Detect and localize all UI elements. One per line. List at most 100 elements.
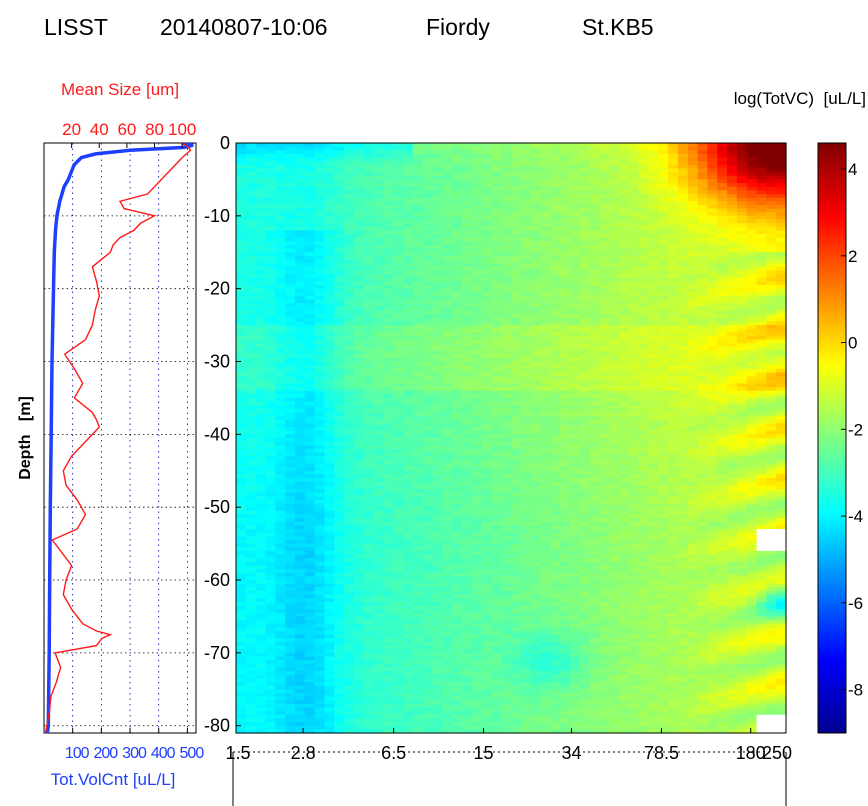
heatmap-cell <box>314 321 325 326</box>
heatmap-cell <box>255 361 267 366</box>
heatmap-cell <box>383 434 394 439</box>
heatmap-cell <box>766 306 777 312</box>
heatmap-cell <box>677 292 689 297</box>
heatmap-cell <box>776 252 787 257</box>
heatmap-cell <box>412 310 424 315</box>
heatmap-cell <box>422 434 434 439</box>
heatmap-cell <box>491 255 502 261</box>
heatmap-cell <box>304 350 316 355</box>
heatmap-cell <box>717 143 728 148</box>
heatmap-cell <box>471 401 483 406</box>
heatmap-cell <box>687 325 699 330</box>
heatmap-cell <box>736 448 748 454</box>
heatmap-cell <box>776 332 787 337</box>
heatmap-cell <box>255 168 267 173</box>
heatmap-cell <box>442 325 453 330</box>
heatmap-cell <box>314 445 325 450</box>
heatmap-cell <box>412 274 424 279</box>
heatmap-cell <box>461 172 473 177</box>
heatmap-cell <box>746 263 758 268</box>
heatmap-cell <box>314 266 325 272</box>
heatmap-cell <box>285 172 296 177</box>
heatmap-cell <box>579 157 591 162</box>
heatmap-cell <box>373 237 384 242</box>
heatmap-cell <box>609 150 620 155</box>
heatmap-cell <box>569 448 581 454</box>
heatmap-cell <box>579 197 591 202</box>
heatmap-cell <box>461 255 473 261</box>
heatmap-cell <box>363 372 375 377</box>
heatmap-cell <box>334 441 345 446</box>
heatmap-cell <box>294 336 306 341</box>
heatmap-cell <box>638 448 650 454</box>
heatmap-cell <box>393 168 404 173</box>
heatmap-cell <box>304 401 316 406</box>
heatmap-cell <box>756 459 767 465</box>
heatmap-cell <box>609 332 620 337</box>
heatmap-cell <box>668 234 679 239</box>
heatmap-cell <box>363 186 375 191</box>
heatmap-cell <box>766 303 777 308</box>
heatmap-cell <box>334 343 345 348</box>
heatmap-cell <box>658 412 669 417</box>
heatmap-cell <box>599 350 610 355</box>
heatmap-cell <box>471 150 483 155</box>
heatmap-cell <box>501 266 512 272</box>
heatmap-cell <box>353 376 365 381</box>
heatmap-cell <box>668 161 679 166</box>
heatmap-cell <box>668 223 679 228</box>
heatmap-cell <box>579 259 591 264</box>
heatmap-cell <box>579 346 591 352</box>
heatmap-cell <box>373 208 384 213</box>
heatmap-cell <box>736 423 748 428</box>
heatmap-cell <box>481 430 492 435</box>
heatmap-cell <box>540 397 551 403</box>
heatmap-cell <box>776 401 787 406</box>
heatmap-cell <box>432 164 443 170</box>
heatmap-cell <box>560 277 571 282</box>
heatmap-cell <box>619 336 630 341</box>
heatmap-cell <box>609 456 620 461</box>
heatmap-cell <box>619 328 630 333</box>
heatmap-cell <box>344 259 355 264</box>
heatmap-cell <box>550 146 561 151</box>
heatmap-cell <box>638 387 650 392</box>
heatmap-cell <box>481 346 492 352</box>
heatmap-cell <box>314 223 325 228</box>
heatmap-cell <box>402 448 414 454</box>
heatmap-cell <box>236 157 247 162</box>
heatmap-cell <box>609 255 620 261</box>
heatmap-cell <box>560 248 571 253</box>
heatmap-cell <box>638 201 650 206</box>
heatmap-cell <box>481 277 492 282</box>
heatmap-cell <box>442 394 453 399</box>
heatmap-cell <box>638 430 650 435</box>
heatmap-cell <box>481 299 492 304</box>
heatmap-cell <box>344 248 355 253</box>
heatmap-cell <box>285 150 296 155</box>
heatmap-cell <box>471 405 483 410</box>
heatmap-cell <box>609 459 620 465</box>
heatmap-cell <box>344 230 355 235</box>
heatmap-cell <box>530 357 542 363</box>
heatmap-cell <box>393 295 404 301</box>
heatmap-cell <box>756 219 767 224</box>
heatmap-cell <box>746 237 758 242</box>
heatmap-cell <box>550 168 561 173</box>
heatmap-cell <box>314 430 325 435</box>
heatmap-cell <box>658 314 669 319</box>
heatmap-cell <box>776 161 787 166</box>
heatmap-cell <box>363 423 375 428</box>
heatmap-cell <box>530 459 542 465</box>
heatmap-cell <box>609 321 620 326</box>
heatmap-cell <box>560 390 571 395</box>
heatmap-cell <box>550 277 561 282</box>
heatmap-cell <box>344 208 355 213</box>
heatmap-cell <box>736 143 748 148</box>
heatmap-cell <box>560 419 571 425</box>
heatmap-cell <box>648 306 659 312</box>
heatmap-cell <box>540 168 551 173</box>
heatmap-cell <box>727 150 738 155</box>
heatmap-cell <box>491 288 502 293</box>
